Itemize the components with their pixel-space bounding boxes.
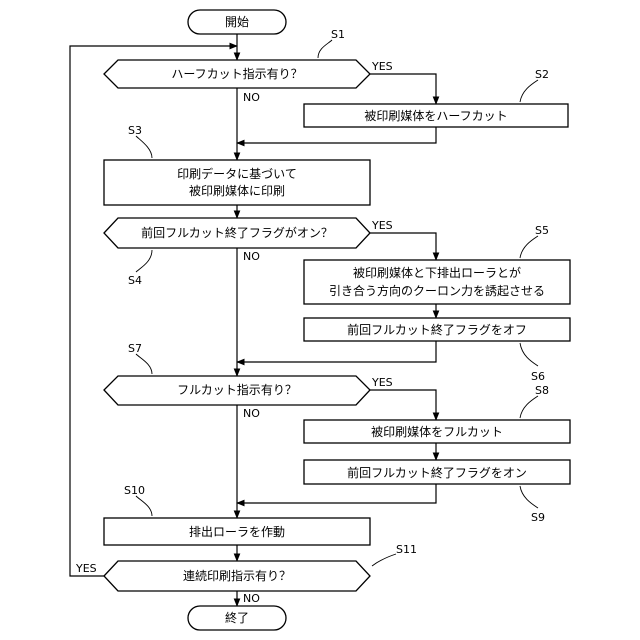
yes-label-s1: YES bbox=[371, 60, 393, 73]
decision-s1-text: ハーフカット指示有り？ bbox=[171, 66, 302, 81]
start-label: 開始 bbox=[225, 15, 249, 29]
decision-s4: 前回フルカット終了フラグがオン？ bbox=[104, 218, 370, 248]
process-s2-text: 被印刷媒体をハーフカット bbox=[364, 109, 507, 123]
leader-s8 bbox=[520, 396, 538, 418]
process-s10: 排出ローラを作動 bbox=[104, 518, 370, 545]
leader-s2 bbox=[520, 80, 538, 102]
tag-s10: S10 bbox=[124, 484, 145, 497]
process-s8: 被印刷媒体をフルカット bbox=[304, 420, 570, 443]
edge-s1-yes-s2 bbox=[370, 74, 436, 104]
tag-s4: S4 bbox=[128, 274, 142, 287]
process-s3-line1: 印刷データに基づいて bbox=[177, 166, 297, 181]
process-s6: 前回フルカット終了フラグをオフ bbox=[304, 318, 570, 341]
tag-s11: S11 bbox=[396, 543, 417, 556]
edge-s4-yes-s5 bbox=[370, 233, 436, 260]
decision-s1: ハーフカット指示有り？ bbox=[104, 60, 370, 88]
tag-s9: S9 bbox=[531, 511, 545, 524]
leader-s4 bbox=[136, 250, 152, 272]
tag-s6: S6 bbox=[531, 370, 545, 383]
process-s2: 被印刷媒体をハーフカット bbox=[304, 104, 568, 127]
leader-s11 bbox=[372, 554, 396, 566]
leader-s5 bbox=[520, 236, 538, 258]
edge-s6-merge bbox=[237, 341, 436, 362]
edge-s7-yes-s8 bbox=[370, 390, 436, 420]
process-s9-text: 前回フルカット終了フラグをオン bbox=[347, 465, 527, 480]
yes-label-s4: YES bbox=[371, 219, 393, 232]
process-s5-line1: 被印刷媒体と下排出ローラとが bbox=[353, 265, 521, 280]
leader-s10 bbox=[136, 496, 152, 516]
decision-s7-text: フルカット指示有り？ bbox=[177, 382, 297, 397]
process-s6-text: 前回フルカット終了フラグをオフ bbox=[347, 322, 527, 337]
no-label-s7: NO bbox=[243, 407, 260, 420]
tag-s7: S7 bbox=[128, 342, 142, 355]
yes-label-s7: YES bbox=[371, 376, 393, 389]
edge-s9-merge bbox=[237, 484, 436, 503]
decision-s7: フルカット指示有り？ bbox=[104, 376, 370, 405]
leader-s9 bbox=[520, 486, 538, 508]
tag-s3: S3 bbox=[128, 124, 142, 137]
process-s3-line2: 被印刷媒体に印刷 bbox=[189, 184, 285, 198]
leader-s6 bbox=[520, 343, 538, 366]
process-s8-text: 被印刷媒体をフルカット bbox=[371, 425, 503, 439]
process-s5: 被印刷媒体と下排出ローラとが 引き合う方向のクーロン力を誘起させる bbox=[304, 260, 570, 304]
end-terminal: 終了 bbox=[188, 606, 286, 630]
edge-s2-merge bbox=[237, 127, 436, 143]
end-label: 終了 bbox=[225, 610, 249, 625]
edge-s11-yes-loop bbox=[70, 46, 237, 576]
tag-s8: S8 bbox=[535, 384, 549, 397]
no-label-s4: NO bbox=[243, 250, 260, 263]
process-s10-text: 排出ローラを作動 bbox=[189, 525, 285, 539]
decision-s11: 連続印刷指示有り？ bbox=[104, 561, 370, 591]
process-s5-line2: 引き合う方向のクーロン力を誘起させる bbox=[329, 283, 545, 298]
tag-s2: S2 bbox=[535, 68, 549, 81]
yes-label-s11: YES bbox=[75, 562, 97, 575]
start-terminal: 開始 bbox=[188, 10, 286, 34]
leader-s1 bbox=[318, 40, 332, 58]
tag-s1: S1 bbox=[331, 28, 345, 41]
tag-s5: S5 bbox=[535, 224, 549, 237]
process-s3: 印刷データに基づいて 被印刷媒体に印刷 bbox=[104, 160, 370, 205]
decision-s4-text: 前回フルカット終了フラグがオン？ bbox=[141, 225, 333, 240]
decision-s11-text: 連続印刷指示有り？ bbox=[183, 568, 291, 583]
leader-s7 bbox=[136, 354, 152, 374]
no-label-s11: NO bbox=[243, 592, 260, 605]
process-s9: 前回フルカット終了フラグをオン bbox=[304, 460, 570, 484]
leader-s3 bbox=[136, 136, 152, 158]
no-label-s1: NO bbox=[243, 91, 260, 104]
